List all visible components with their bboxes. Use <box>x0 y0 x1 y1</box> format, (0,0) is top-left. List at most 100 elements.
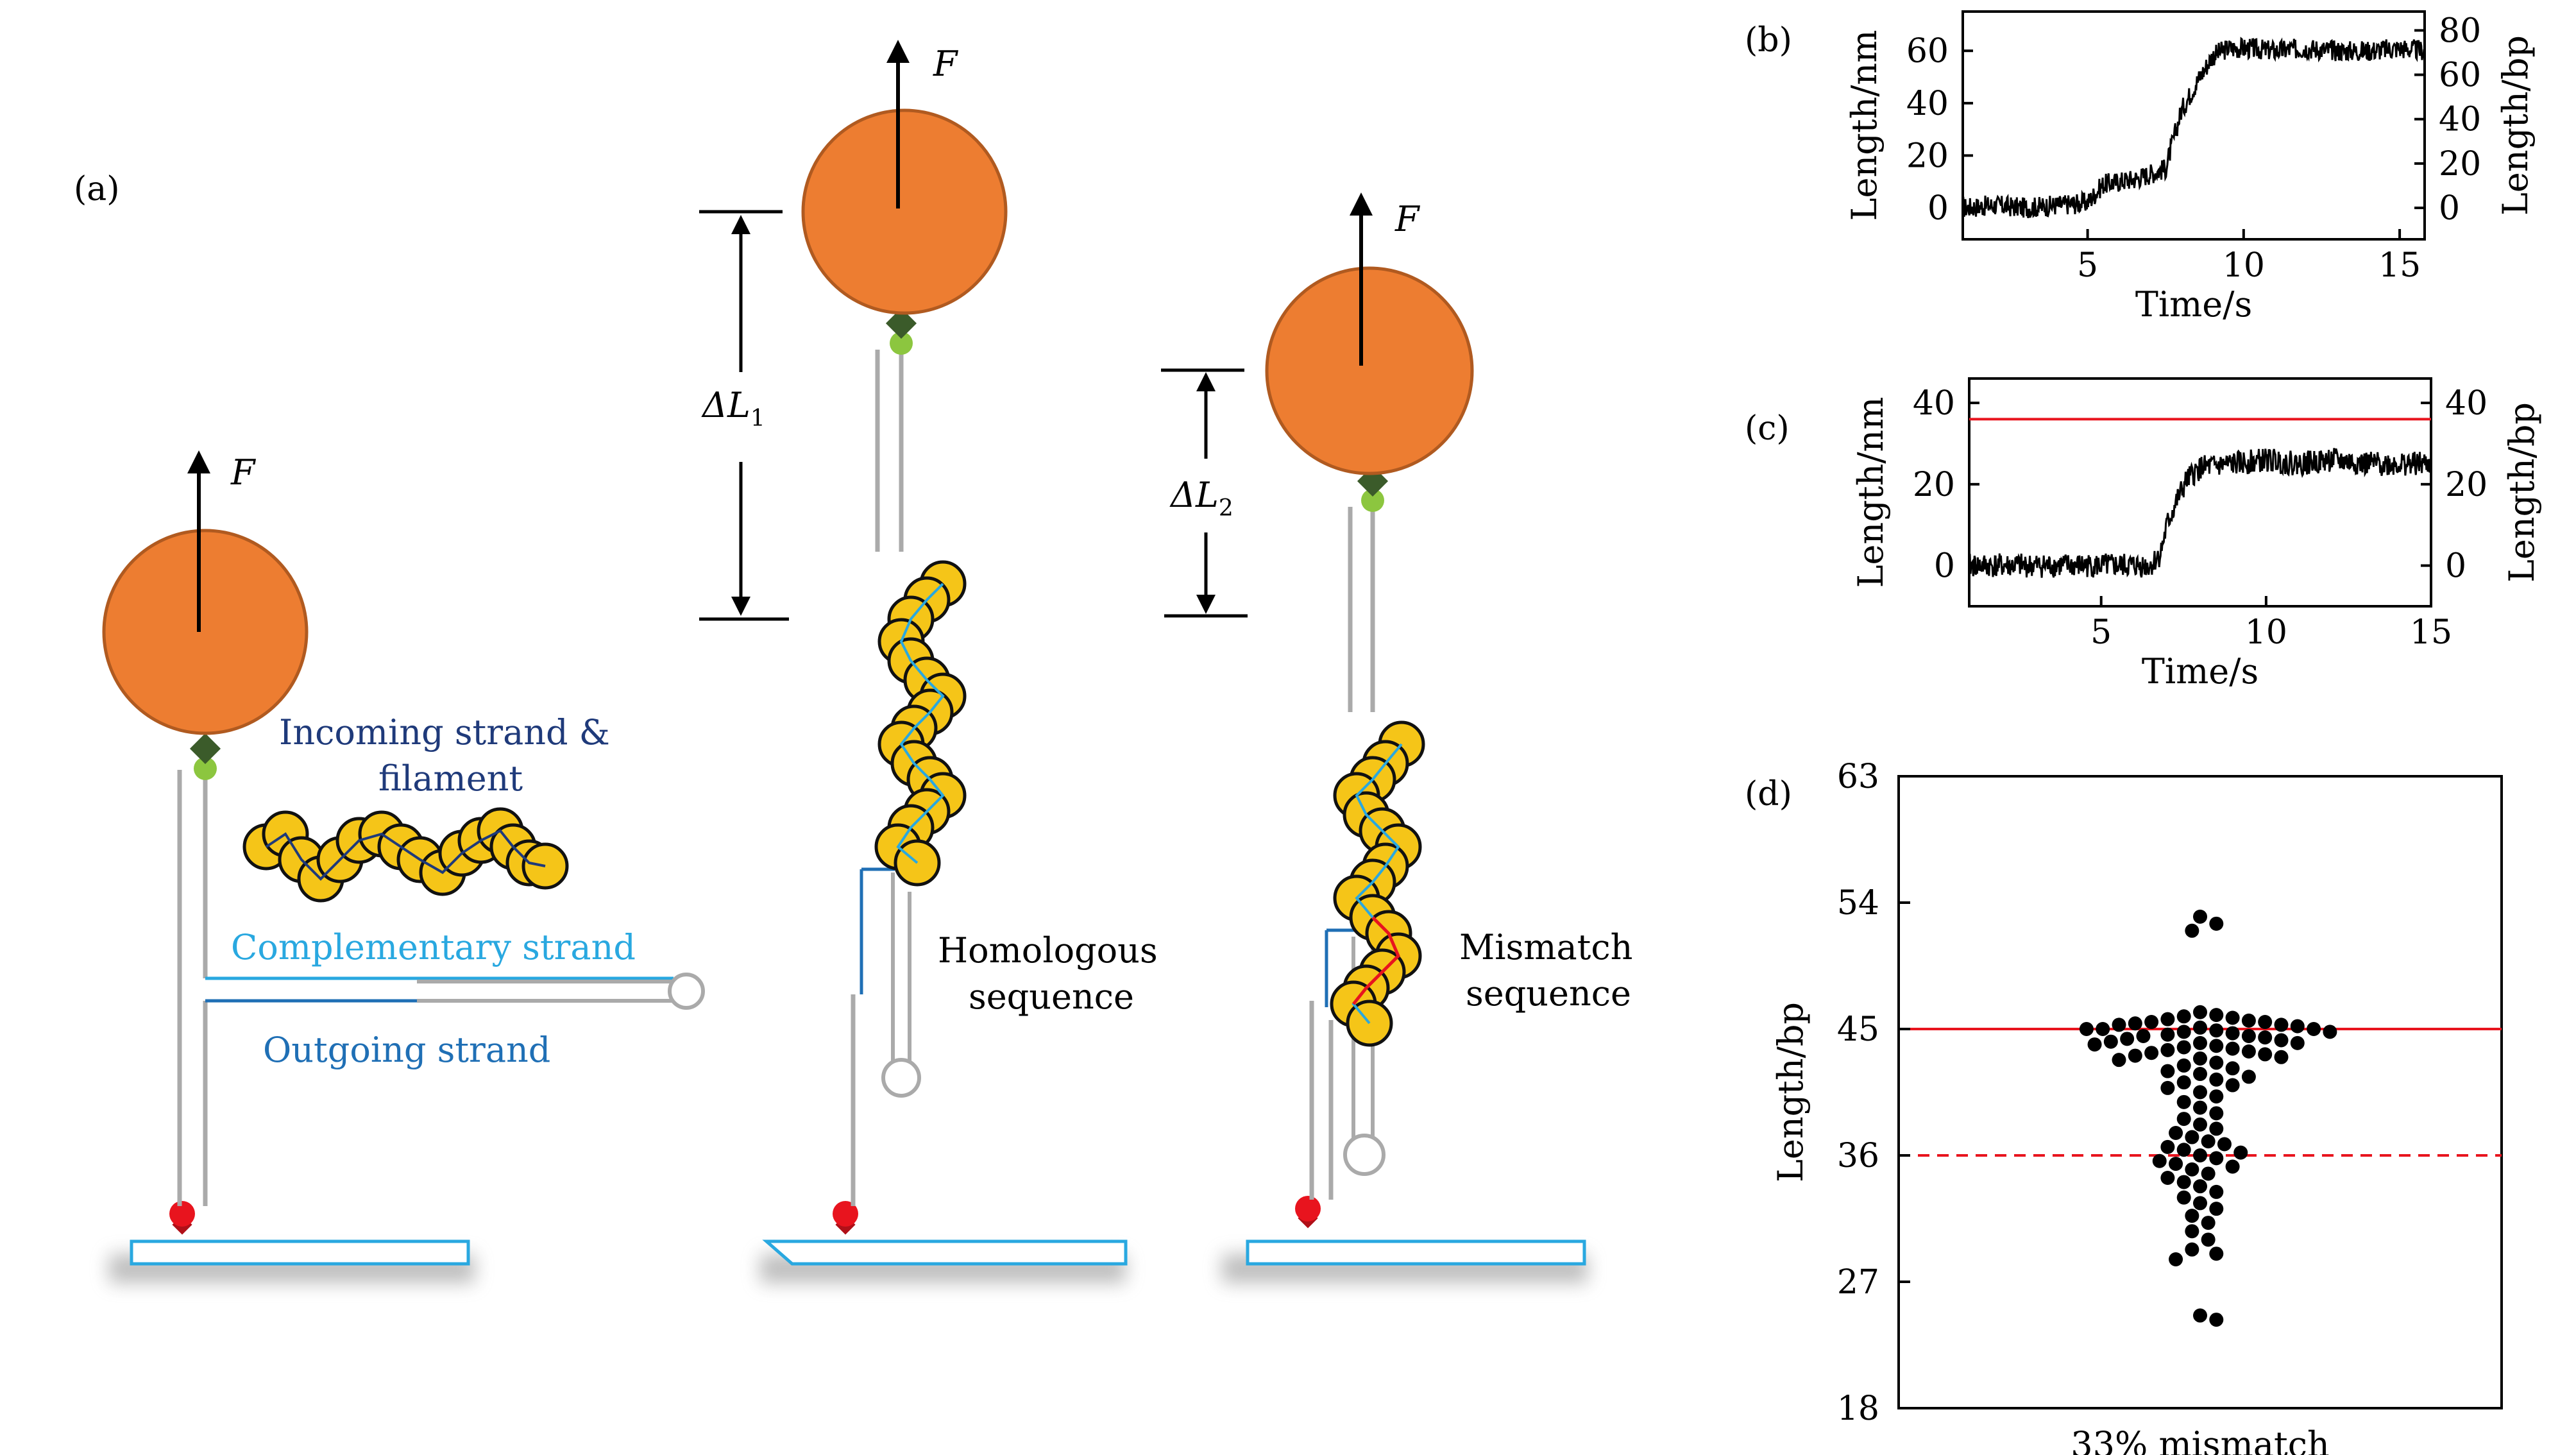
x-axis-label: 33% mismatch <box>2071 1424 2330 1455</box>
magnetic-bead-3 <box>1265 266 1474 475</box>
y-tick-label-right: 40 <box>2439 101 2481 139</box>
plot-frame <box>1968 377 2432 608</box>
magnetic-bead-2 <box>801 108 1008 315</box>
data-point <box>2112 1053 2126 1068</box>
data-point <box>2176 1009 2191 1024</box>
data-point <box>2193 1196 2207 1211</box>
data-point <box>2160 1027 2175 1042</box>
data-point <box>2274 1033 2289 1048</box>
data-point <box>2225 1078 2240 1093</box>
data-point <box>2185 1242 2199 1257</box>
data-point <box>2241 1044 2256 1059</box>
bound-filament-homologous <box>874 560 967 887</box>
anchor-tag-red <box>169 1201 195 1227</box>
x-tick-label: 15 <box>2410 613 2452 652</box>
data-point <box>2176 1040 2191 1055</box>
delta-l1-label: ΔL1 <box>701 385 765 432</box>
data-point <box>2290 1019 2305 1034</box>
data-point <box>2193 1005 2207 1019</box>
data-point <box>2193 1117 2207 1132</box>
y-tick-label-right: 20 <box>2439 145 2481 183</box>
y-tick-label-left: 40 <box>1913 384 1955 423</box>
data-point <box>2209 1121 2224 1136</box>
y-axis-label-left: Length/nm <box>1844 30 1885 221</box>
data-point <box>2176 1175 2191 1189</box>
data-point <box>2193 1020 2207 1035</box>
data-point <box>2112 1017 2126 1032</box>
data-point <box>2128 1016 2142 1031</box>
panel-label-b: (b) <box>1745 21 1792 60</box>
data-point <box>2096 1022 2110 1036</box>
surface-slide-2 <box>762 1239 1128 1266</box>
homologous-label-line2: sequence <box>969 976 1134 1017</box>
data-point <box>2225 1061 2240 1076</box>
data-point <box>2185 1130 2199 1144</box>
panel-label-a: (a) <box>74 170 120 208</box>
bead-tag-dark <box>189 733 221 765</box>
data-point <box>2120 1032 2135 1046</box>
data-point <box>2241 1028 2256 1043</box>
bead-tag-green-3 <box>1361 489 1384 512</box>
x-tick-label: 5 <box>2077 246 2098 285</box>
data-point <box>2176 1058 2191 1073</box>
data-trace <box>1968 448 2432 578</box>
data-point <box>2225 1159 2240 1174</box>
homologous-label-line1: Homologous <box>938 930 1158 971</box>
data-point <box>2209 1008 2224 1023</box>
data-point <box>2201 1232 2216 1247</box>
x-tick-label: 10 <box>2245 613 2287 652</box>
data-point <box>2233 1145 2248 1160</box>
y-tick-label-left: 20 <box>1906 137 1949 175</box>
data-point <box>2225 1026 2240 1041</box>
stage-2: F ΔL1 Homologous sequence <box>699 40 1158 1283</box>
y-tick-label-left: 0 <box>1928 189 1949 228</box>
panel-label-d: (d) <box>1745 775 1792 813</box>
y-tick-label-right: 20 <box>2445 466 2487 504</box>
incoming-label-line2: filament <box>378 758 523 799</box>
hairpin-loop <box>668 973 705 1010</box>
mismatch-segment <box>1352 916 1400 1005</box>
data-point <box>2169 1252 2183 1266</box>
y-tick-label-right: 40 <box>2445 384 2487 423</box>
data-point <box>2176 1112 2191 1127</box>
data-point <box>2160 1012 2175 1026</box>
data-point <box>2193 1179 2207 1194</box>
data-point <box>2193 1085 2207 1100</box>
data-point <box>2241 1013 2256 1028</box>
hairpin-loop-3 <box>1343 1134 1385 1176</box>
y-axis-label-right: Length/bp <box>2502 402 2542 583</box>
bead-tag-green-2 <box>890 332 913 355</box>
data-point <box>2193 1308 2207 1323</box>
mismatch-label-line1: Mismatch <box>1459 927 1632 967</box>
stage-3: F ΔL2 Mismatch sequence <box>1161 192 1632 1283</box>
data-point <box>2193 1051 2207 1066</box>
data-point <box>2201 1166 2216 1181</box>
data-point <box>2160 1139 2175 1154</box>
data-point <box>2258 1030 2273 1045</box>
data-point <box>2307 1022 2321 1036</box>
stage-1: F Incoming strand & filament Complementa… <box>102 450 705 1283</box>
filament-strand <box>265 829 546 881</box>
data-point <box>2176 1075 2191 1090</box>
data-point <box>2176 1094 2191 1109</box>
data-point <box>2185 1209 2199 1223</box>
data-point <box>2225 1010 2240 1025</box>
data-point <box>2144 1015 2159 1030</box>
data-point <box>2193 1148 2207 1162</box>
data-point <box>2274 1017 2289 1032</box>
y-tick-label-left: 20 <box>1913 466 1955 504</box>
data-point <box>2209 1313 2224 1327</box>
data-point <box>2079 1022 2094 1036</box>
data-point <box>2209 1184 2224 1199</box>
data-point <box>2103 1034 2118 1049</box>
x-axis-label: Time/s <box>2142 651 2258 692</box>
surface-slide <box>130 1239 470 1266</box>
y-tick-label: 18 <box>1837 1390 1879 1428</box>
data-point <box>2176 1190 2191 1205</box>
data-point <box>2144 1046 2159 1060</box>
x-tick-label: 5 <box>2090 613 2112 652</box>
data-point <box>2160 1064 2175 1078</box>
bead-tag-green <box>194 757 217 780</box>
y-tick-label: 36 <box>1837 1137 1879 1175</box>
